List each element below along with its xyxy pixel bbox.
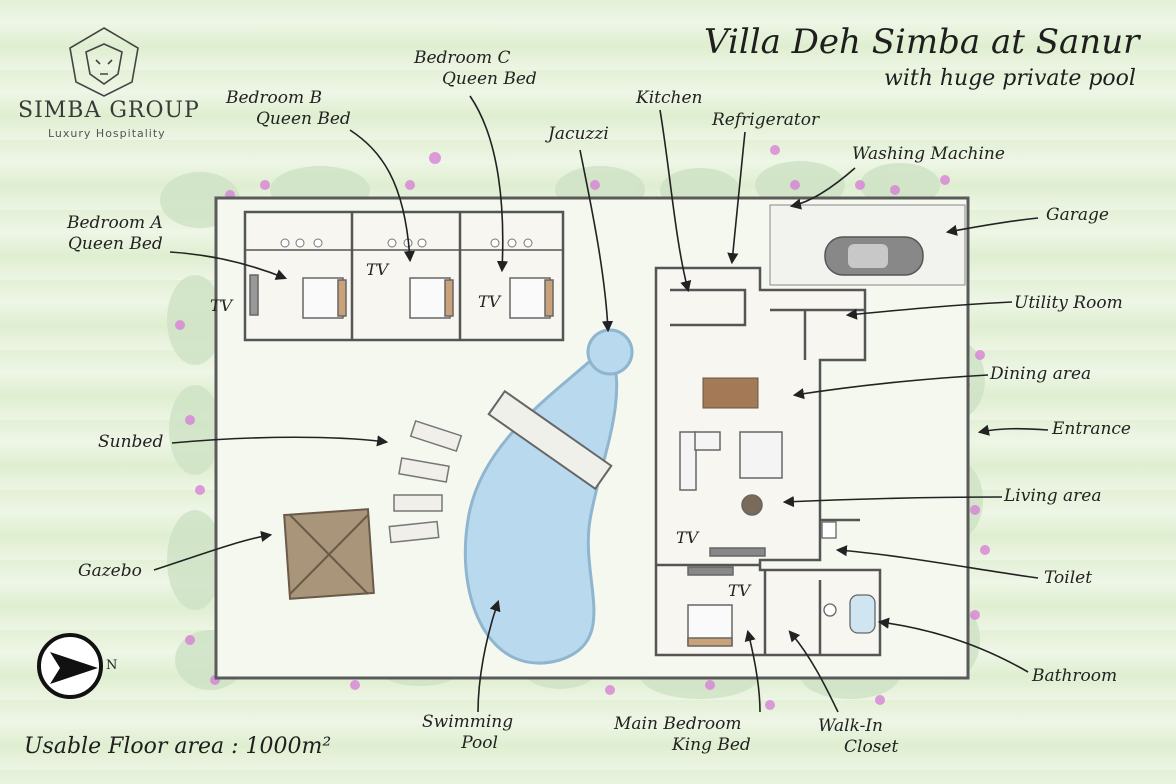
tv-label-main-bedroom: TV bbox=[728, 581, 751, 600]
swimming-pool-shape bbox=[463, 328, 634, 665]
label-toilet: Toilet bbox=[1044, 568, 1093, 588]
sunbeds bbox=[388, 420, 463, 544]
label-entrance: Entrance bbox=[1052, 419, 1131, 439]
logo-name: SIMBA GROUP bbox=[18, 98, 200, 123]
dining-table bbox=[702, 377, 759, 409]
label-kitchen: Kitchen bbox=[636, 88, 703, 108]
flower-accents bbox=[175, 145, 990, 710]
living-furniture bbox=[679, 431, 783, 557]
compass-north-label: N bbox=[106, 658, 118, 673]
annotation-arrows bbox=[153, 95, 1049, 713]
label-washing-machine: Washing Machine bbox=[852, 144, 1005, 164]
tv-label-bedroom-c: TV bbox=[478, 292, 501, 311]
gazebo-structure bbox=[283, 508, 375, 600]
label-living-area: Living area bbox=[1004, 486, 1102, 506]
tv-label-living: TV bbox=[676, 528, 699, 547]
page-title: Villa Deh Simba at Sanur bbox=[704, 22, 1140, 62]
label-bathroom: Bathroom bbox=[1032, 666, 1118, 686]
label-dining-area: Dining area bbox=[990, 364, 1092, 384]
logo-tagline: Luxury Hospitality bbox=[48, 127, 166, 140]
bedroom-beds bbox=[249, 274, 554, 319]
bathroom-fixtures bbox=[821, 521, 876, 634]
label-jacuzzi: Jacuzzi bbox=[548, 124, 609, 144]
label-garage: Garage bbox=[1046, 205, 1109, 225]
lion-head-icon bbox=[69, 27, 139, 97]
bedroom-wing bbox=[243, 210, 565, 342]
vanity-fixtures bbox=[280, 238, 533, 248]
label-refrigerator: Refrigerator bbox=[712, 110, 820, 130]
usable-floor-area: Usable Floor area : 1000m² bbox=[24, 734, 332, 759]
label-gazebo: Gazebo bbox=[78, 561, 142, 581]
page-subtitle: with huge private pool bbox=[884, 66, 1136, 91]
tv-label-bedroom-b: TV bbox=[366, 260, 389, 279]
garage bbox=[769, 204, 966, 286]
tv-label-bedroom-a: TV bbox=[210, 296, 233, 315]
label-sunbed: Sunbed bbox=[98, 432, 164, 452]
label-utility-room: Utility Room bbox=[1014, 293, 1123, 313]
compass-arrow-icon bbox=[37, 633, 103, 699]
main-bedroom-bed bbox=[687, 566, 734, 647]
